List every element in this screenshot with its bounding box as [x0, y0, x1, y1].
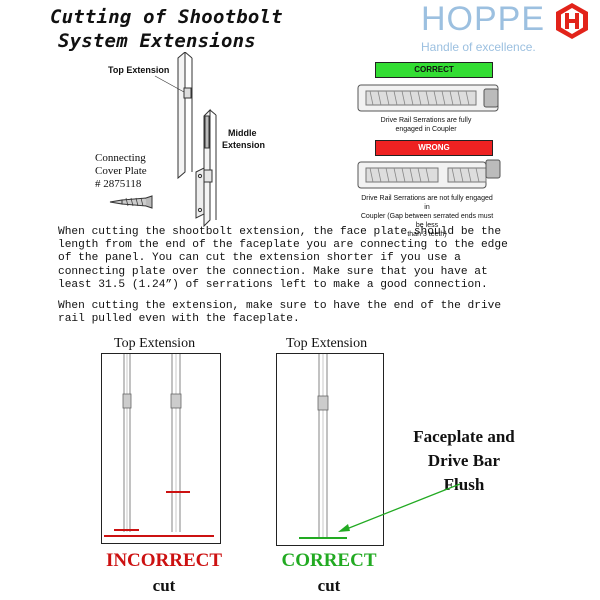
page-title-line1: Cutting of Shootbolt: [50, 6, 283, 28]
incorrect-extension-drawing: [104, 354, 214, 537]
correct-caption-line1: Drive Rail Serrations are fully: [380, 117, 472, 124]
wrong-banner: WRONG: [375, 140, 493, 156]
incorrect-verdict: INCORRECT: [105, 550, 223, 571]
correct-coupler-illustration: [357, 84, 499, 112]
instructions-paragraph-1: When cutting the shootbolt extension, th…: [58, 226, 508, 291]
flush-note: Faceplate and Drive Bar Flush: [394, 425, 534, 497]
shootbolt-exploded-diagram: [109, 52, 217, 227]
cover-plate-label-1: Connecting: [95, 152, 146, 164]
correct-figure-title: Top Extension: [286, 336, 368, 351]
wrong-caption: Drive Rail Serrations are not fully enga…: [358, 194, 496, 239]
middle-extension-label-2: Extension: [222, 140, 266, 150]
instructions-paragraph-2: When cutting the extension, make sure to…: [58, 300, 502, 326]
incorrect-cut-label: cut: [152, 576, 176, 595]
wrong-caption-line2: Coupler (Gap between serrated ends must …: [360, 213, 494, 229]
correct-caption-line2: engaged in Coupler: [395, 126, 457, 133]
top-extension-label: Top Extension: [108, 65, 170, 75]
hoppe-logo-icon: [556, 3, 588, 39]
wrong-coupler-illustration: [357, 159, 501, 189]
brand-tagline: Handle of excellence.: [421, 40, 536, 54]
cover-plate-part-number: # 2875118: [95, 178, 142, 190]
wrong-caption-line1: Drive Rail Serrations are not fully enga…: [361, 195, 493, 211]
correct-extension-drawing: [299, 354, 347, 539]
correct-banner: CORRECT: [375, 62, 493, 78]
flush-arrow: [338, 483, 461, 532]
correct-verdict: CORRECT: [281, 550, 377, 571]
page-title-line2: System Extensions: [58, 30, 256, 52]
correct-caption: Drive Rail Serrations are fully engaged …: [366, 116, 486, 134]
middle-extension-label-1: Middle: [228, 128, 257, 138]
cover-plate-label-2: Cover Plate: [95, 165, 147, 177]
correct-cut-label: cut: [317, 576, 341, 595]
brand-name: HOPPE: [421, 0, 546, 38]
incorrect-figure-title: Top Extension: [114, 336, 196, 351]
flush-note-line3: Flush: [443, 475, 485, 494]
wrong-caption-line3: than 3 teeth): [407, 231, 447, 238]
correct-figure-box: [276, 353, 384, 546]
flush-note-line2: Drive Bar: [427, 451, 501, 470]
flush-note-line1: Faceplate and: [413, 427, 515, 446]
incorrect-figure-box: [101, 353, 221, 544]
